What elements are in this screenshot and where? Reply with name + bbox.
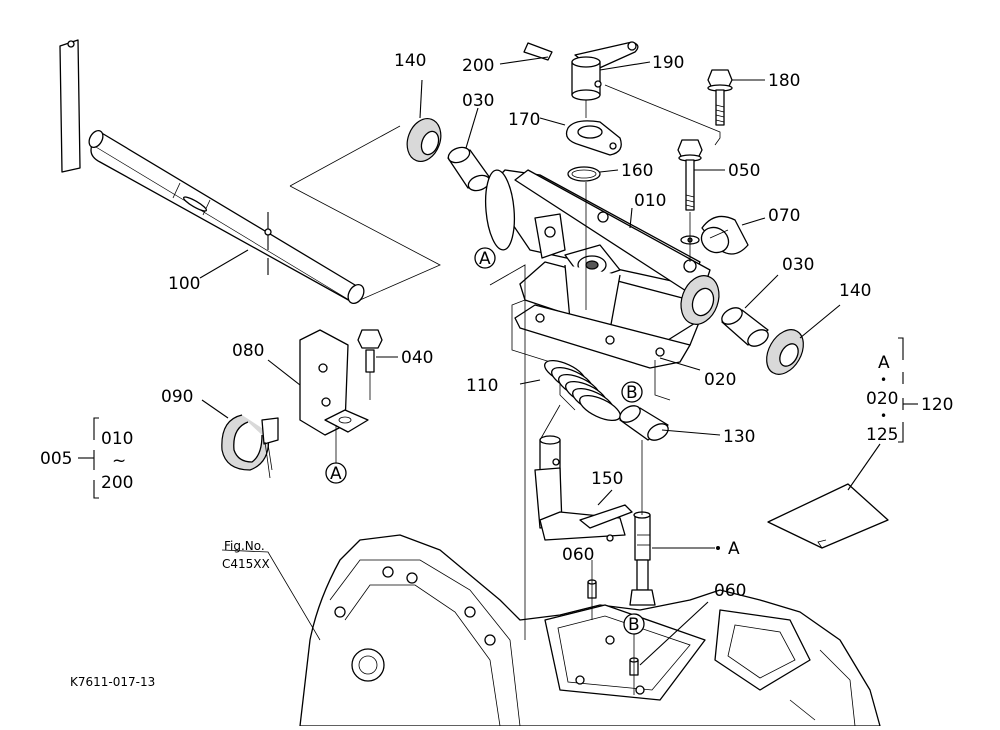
bracket bbox=[267, 329, 369, 436]
bolt-top bbox=[707, 69, 765, 126]
dowel-pin-2 bbox=[629, 601, 709, 695]
o-ring bbox=[567, 166, 619, 182]
callout-circle-a1 bbox=[474, 247, 496, 269]
oil-seal-left bbox=[406, 79, 442, 162]
gasket bbox=[514, 304, 701, 371]
lift-arm-shaft bbox=[59, 39, 365, 304]
assembly-from: 010 bbox=[101, 429, 133, 449]
set-a: A bbox=[878, 353, 890, 373]
split-sleeve bbox=[700, 215, 766, 255]
set-bracket bbox=[898, 337, 904, 443]
leader-frame bbox=[559, 394, 576, 411]
oil-seal-right bbox=[766, 304, 841, 375]
bushing-left bbox=[447, 107, 491, 192]
label-160: 160 bbox=[621, 161, 653, 181]
label-140-right: 140 bbox=[839, 281, 871, 301]
label-010: 010 bbox=[634, 191, 666, 211]
bushing-right bbox=[721, 274, 779, 347]
label-030-right: 030 bbox=[782, 255, 814, 275]
assembly-tilde: ~ bbox=[112, 451, 126, 471]
callout-a1: A bbox=[479, 249, 491, 269]
transmission-housing bbox=[299, 534, 881, 727]
label-180: 180 bbox=[768, 71, 800, 91]
label-080: 080 bbox=[232, 341, 264, 361]
fig-ref-number: C415XX bbox=[222, 557, 270, 571]
label-100: 100 bbox=[168, 274, 200, 294]
label-050: 050 bbox=[728, 161, 760, 181]
instruction-sheet bbox=[767, 443, 889, 549]
label-170: 170 bbox=[508, 110, 540, 130]
label-130: 130 bbox=[723, 427, 755, 447]
callout-b2: B bbox=[628, 615, 640, 635]
label-070: 070 bbox=[768, 206, 800, 226]
piston bbox=[619, 405, 721, 441]
set-125: 125 bbox=[866, 425, 898, 445]
label-190: 190 bbox=[652, 53, 684, 73]
callout-circle-b2 bbox=[623, 613, 645, 635]
lift-arm bbox=[499, 41, 721, 146]
callout-a2: A bbox=[330, 464, 342, 484]
label-140-left: 140 bbox=[394, 51, 426, 71]
bolt-long bbox=[677, 139, 725, 262]
drawing-code: K7611-017-13 bbox=[70, 675, 155, 689]
valve-rod bbox=[629, 440, 720, 606]
callout-b1: B bbox=[626, 383, 638, 403]
callout-a3: A bbox=[728, 539, 740, 559]
spring bbox=[519, 359, 621, 422]
set-020: 020 bbox=[866, 389, 898, 409]
assembly-to: 200 bbox=[101, 473, 133, 493]
label-030-left: 030 bbox=[462, 91, 494, 111]
leader-line bbox=[654, 360, 671, 401]
bolt-small bbox=[357, 329, 398, 400]
label-120: 120 bbox=[921, 395, 953, 415]
piston-rod bbox=[534, 404, 633, 542]
label-040: 040 bbox=[401, 348, 433, 368]
callout-circle-b1 bbox=[621, 381, 643, 403]
label-110: 110 bbox=[466, 376, 498, 396]
hose-clamp bbox=[201, 399, 279, 479]
label-200: 200 bbox=[462, 56, 494, 76]
label-060-upper: 060 bbox=[562, 545, 594, 565]
fig-ref-label: Fig.No. bbox=[224, 539, 265, 553]
set-dot-2: • bbox=[880, 409, 887, 423]
label-090: 090 bbox=[161, 387, 193, 407]
assembly-id: 005 bbox=[40, 449, 72, 469]
label-150: 150 bbox=[591, 469, 623, 489]
label-020: 020 bbox=[704, 370, 736, 390]
fig-ref-leader bbox=[221, 549, 321, 641]
label-060-lower: 060 bbox=[714, 581, 746, 601]
arm-plate bbox=[539, 100, 622, 156]
set-dot-1: • bbox=[880, 373, 887, 387]
dowel-pin-1 bbox=[587, 560, 597, 620]
assembly-bracket bbox=[93, 417, 99, 499]
leader-frame bbox=[289, 125, 441, 301]
